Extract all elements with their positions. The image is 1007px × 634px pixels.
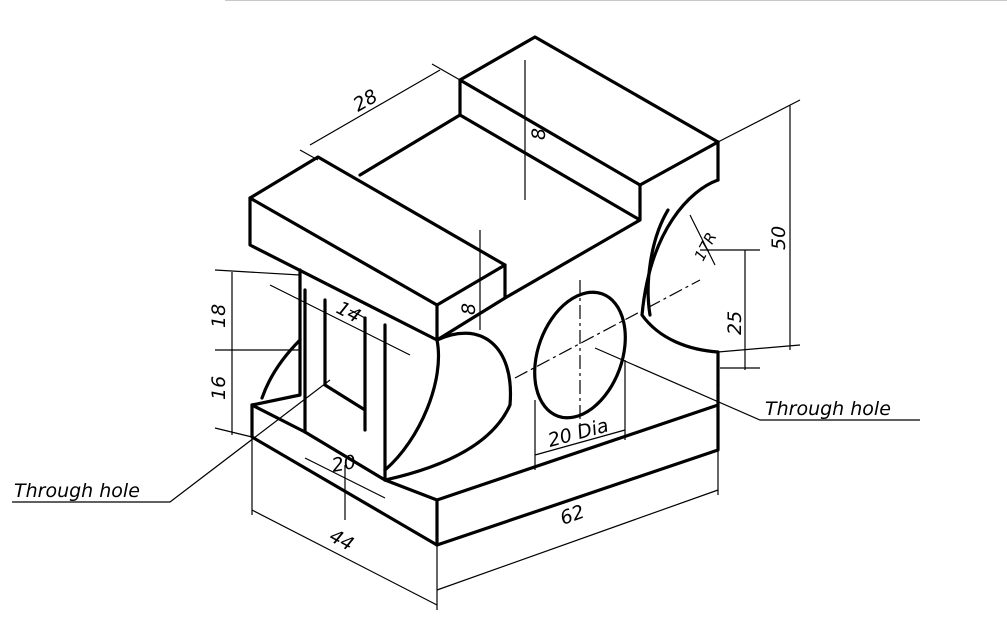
- center-lines: [514, 279, 701, 430]
- top-border: [225, 0, 1007, 1]
- dim-20-dia: 20 Dia: [546, 415, 611, 452]
- dimension-labels: 28 8 8 50 17R 25 18 14 16 20 Dia 20 44 6…: [14, 85, 891, 556]
- dim-62: 62: [557, 501, 587, 530]
- note-through-hole-left: Through hole: [14, 480, 140, 502]
- object-outline: [248, 35, 720, 547]
- dim-18: 18: [208, 304, 230, 328]
- dim-50: 50: [768, 226, 790, 250]
- dim-44: 44: [326, 525, 358, 556]
- dim-20: 20: [330, 451, 358, 477]
- dim-17r: 17R: [691, 229, 721, 264]
- dim-28: 28: [350, 85, 382, 116]
- dimension-lines: [12, 60, 920, 610]
- dim-25: 25: [724, 311, 746, 335]
- dim-16: 16: [208, 376, 230, 400]
- dim-8-left: 8: [458, 303, 480, 315]
- note-through-hole-right: Through hole: [765, 398, 891, 420]
- dim-8-right: 8: [528, 128, 550, 140]
